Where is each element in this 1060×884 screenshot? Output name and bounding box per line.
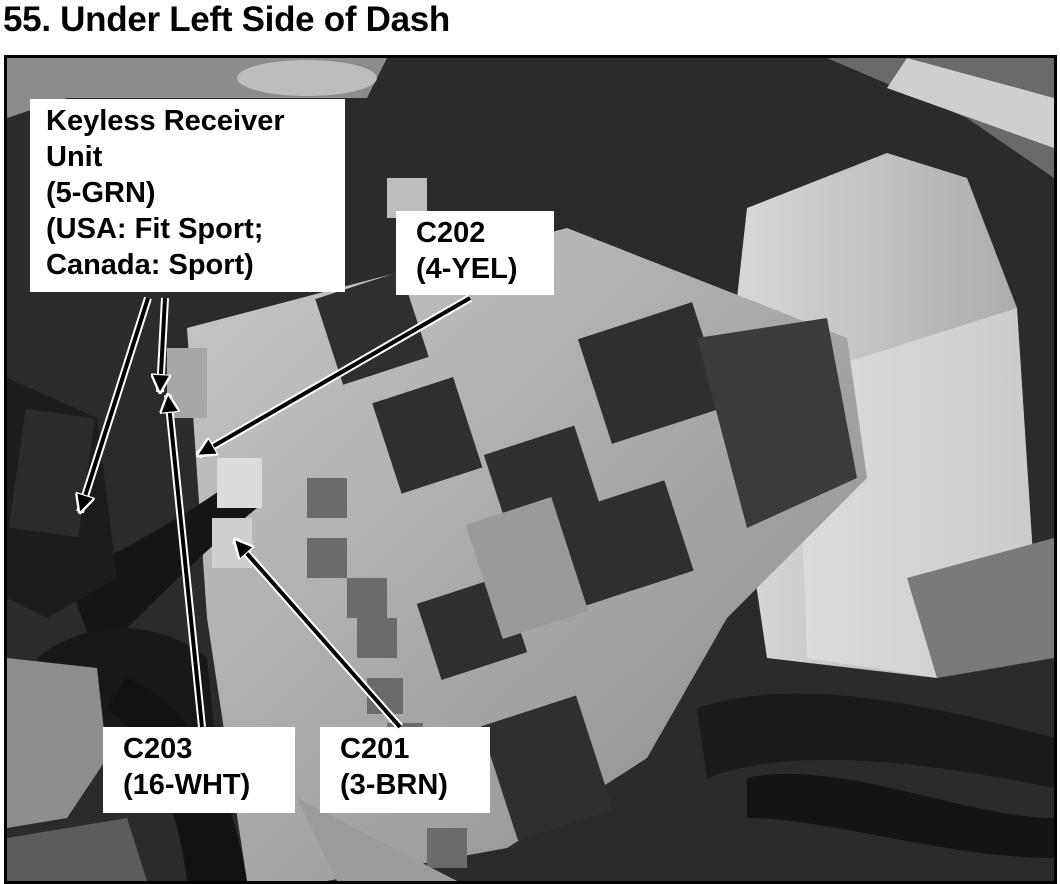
callout-c202-spec: (4-YEL) <box>416 253 518 285</box>
callout-c202-name: C202 <box>416 217 486 249</box>
callout-keyless-line-1: Keyless Receiver <box>46 105 285 137</box>
callout-keyless-line-4: (USA: Fit Sport; <box>46 213 264 245</box>
callout-keyless-line-5: Canada: Sport) <box>46 249 254 281</box>
callout-keyless-line-3: (5-GRN) <box>46 177 156 209</box>
callout-c201-spec: (3-BRN) <box>340 769 448 801</box>
callout-keyless-line-2: Unit <box>46 141 103 173</box>
callout-c201-name: C201 <box>340 733 410 765</box>
callout-keyless-receiver: Keyless Receiver Unit (5-GRN) (USA: Fit … <box>30 99 345 292</box>
callout-c203: C203 (16-WHT) <box>103 727 295 813</box>
callout-c201: C201 (3-BRN) <box>320 727 490 813</box>
callout-c203-name: C203 <box>123 733 193 765</box>
page-title: 55. Under Left Side of Dash <box>3 0 450 39</box>
callout-c202: C202 (4-YEL) <box>396 211 554 295</box>
callout-c203-spec: (16-WHT) <box>123 769 251 801</box>
